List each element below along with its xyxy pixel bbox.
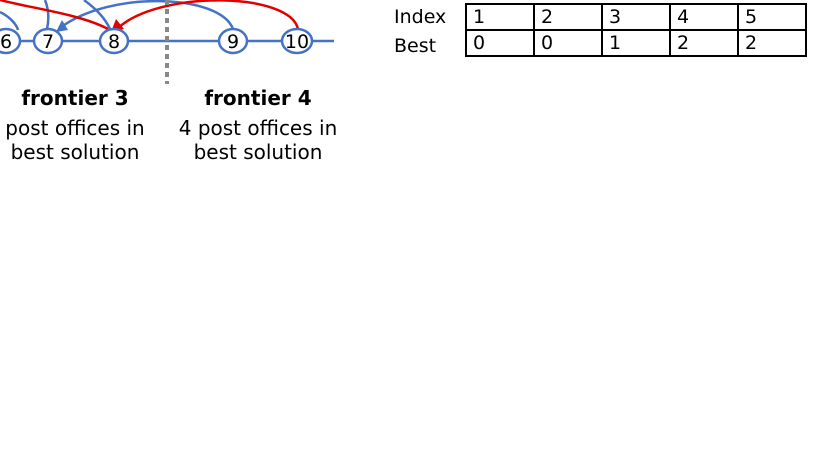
index-cell: 3 xyxy=(601,3,671,31)
index-cell: 5 xyxy=(737,3,807,31)
best-cell: 2 xyxy=(669,29,739,57)
node-circle xyxy=(217,27,249,55)
best-row: 0 0 1 2 2 xyxy=(465,29,807,57)
frontier-3-line-1: post offices in xyxy=(5,116,145,140)
node-circle xyxy=(32,27,64,55)
best-cell: 0 xyxy=(533,29,603,57)
frontier-4-line-1: 4 post offices in xyxy=(178,116,338,140)
red-arc-node-10-to-node-8 xyxy=(117,0,300,30)
node-6: 6 xyxy=(0,27,22,55)
frontier-4-title: frontier 4 xyxy=(204,86,312,110)
arrowhead-at-node-7 xyxy=(56,20,68,32)
node-circle xyxy=(0,27,22,55)
best-cell: 0 xyxy=(465,29,535,57)
best-cell: 1 xyxy=(601,29,671,57)
node-8: 8 xyxy=(98,27,130,55)
node-label: 7 xyxy=(42,31,54,53)
arc-node-9-to-node-7 xyxy=(59,0,235,30)
frontier-3-caption: frontier 3 post offices in best solution xyxy=(0,86,158,164)
red-arc-left-to-node-8 xyxy=(0,0,109,31)
node-9: 9 xyxy=(217,27,249,55)
frontier-3-line-2: best solution xyxy=(10,140,140,164)
index-cell: 2 xyxy=(533,3,603,31)
row-label-index: Index xyxy=(394,6,447,28)
index-cell: 1 xyxy=(465,3,535,31)
arc-to-node-7 xyxy=(43,0,50,30)
row-label-best: Best xyxy=(394,35,437,57)
frontier-4-caption: frontier 4 4 post offices in best soluti… xyxy=(175,86,341,164)
node-label: 10 xyxy=(285,31,309,53)
node-7: 7 xyxy=(32,27,64,55)
best-cell: 2 xyxy=(737,29,807,57)
best-solution-table: 1 2 3 4 5 0 0 1 2 2 xyxy=(465,3,807,57)
node-label: 9 xyxy=(227,31,239,53)
frontier-4-line-2: best solution xyxy=(193,140,323,164)
node-10: 10 xyxy=(280,27,314,55)
node-label: 6 xyxy=(0,31,12,53)
arc-to-node-8-blue xyxy=(83,0,112,30)
index-cell: 4 xyxy=(669,3,739,31)
index-row: 1 2 3 4 5 xyxy=(465,3,807,31)
frontier-3-title: frontier 3 xyxy=(21,86,129,110)
arc-to-node-6 xyxy=(0,10,20,31)
node-label: 8 xyxy=(108,31,120,53)
node-circle xyxy=(98,27,130,55)
node-circle xyxy=(280,27,314,55)
